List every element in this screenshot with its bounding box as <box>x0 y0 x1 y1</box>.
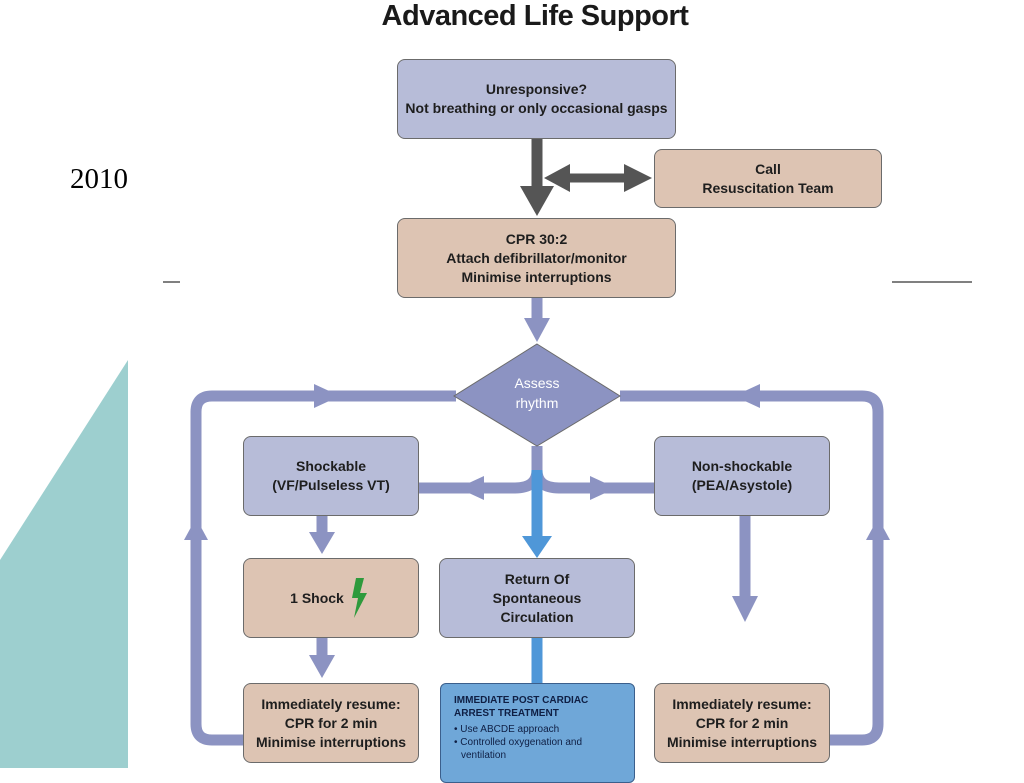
post-arrest-box: Immediate post cardiac arrest treatment … <box>440 683 635 783</box>
post-arrest-bullet: Controlled oxygenation and <box>454 736 624 749</box>
left-loop-up-arrow <box>184 518 208 540</box>
assess-rhythm-diamond <box>453 343 621 447</box>
rosc-line-2: Spontaneous <box>492 589 582 606</box>
unresponsive-line-2: Not breathing or only occasional gasps <box>405 100 668 116</box>
non-shockable-line-1: Non-shockable <box>691 458 793 474</box>
unresponsive-line-1: Unresponsive? <box>485 81 588 97</box>
left-loop-path <box>190 390 456 746</box>
cpr-line-2: Attach defibrillator/monitor <box>446 249 627 266</box>
call-team-line-1: Call <box>755 160 781 177</box>
unresponsive-box: Unresponsive? Not breathing or only occa… <box>397 59 676 139</box>
right-loop-up-arrow <box>866 518 890 540</box>
resume-right-line-1: Immediately resume: <box>672 695 812 712</box>
left-loop-right-arrow <box>314 384 340 408</box>
gray-down-arrow <box>520 186 554 216</box>
shockable-box: Shockable (VF/Pulseless VT) <box>243 436 419 516</box>
shockable-down-arrow <box>309 532 335 554</box>
year-label: 2010 <box>70 163 128 195</box>
cpr-line-1: CPR 30:2 <box>505 230 568 247</box>
resume-right-line-3: Minimise interruptions <box>666 733 818 750</box>
resume-right-line-2: CPR for 2 min <box>695 714 789 731</box>
call-team-box: Call Resuscitation Team <box>654 149 882 208</box>
post-arrest-bullet: Use ABCDE approach <box>454 723 624 736</box>
right-loop-left-arrow <box>734 384 760 408</box>
cpr-line-3: Minimise interruptions <box>461 268 612 285</box>
post-arrest-heading-2: arrest treatment <box>454 708 559 719</box>
rosc-line-3: Circulation <box>500 608 574 625</box>
lightning-icon <box>351 578 367 618</box>
post-arrest-list: Use ABCDE approach Controlled oxygenatio… <box>454 723 624 762</box>
page-title: Advanced Life Support <box>381 0 689 32</box>
shock-box: 1 Shock <box>243 558 419 638</box>
assess-line-2: rhythm <box>515 395 559 411</box>
assess-rhythm-label: Assess rhythm <box>480 373 594 413</box>
resume-left-line-2: CPR for 2 min <box>284 714 378 731</box>
resume-right-box: Immediately resume: CPR for 2 min Minimi… <box>654 683 830 763</box>
right-loop-path <box>620 390 884 746</box>
gray-left-arrow <box>544 164 570 192</box>
shock-label: 1 Shock <box>290 589 344 606</box>
rosc-line-1: Return Of <box>504 570 570 587</box>
post-arrest-bullet-continuation: ventilation <box>461 750 507 761</box>
gray-right-arrow <box>624 164 652 192</box>
shock-down-arrow <box>309 655 335 678</box>
shockable-line-2: (VF/Pulseless VT) <box>272 477 390 493</box>
rosc-box: Return Of Spontaneous Circulation <box>439 558 635 638</box>
cpr-down-arrow <box>524 318 550 342</box>
call-team-line-2: Resuscitation Team <box>702 179 834 196</box>
assess-line-1: Assess <box>514 375 560 391</box>
branch-right-arrow <box>590 476 616 500</box>
shockable-line-1: Shockable <box>295 458 367 474</box>
resume-left-line-1: Immediately resume: <box>261 695 401 712</box>
arrow-heads <box>184 318 890 678</box>
rosc-down-arrow <box>522 536 552 558</box>
non-shockable-box: Non-shockable (PEA/Asystole) <box>654 436 830 516</box>
teal-decorative-triangle <box>0 360 128 768</box>
cpr-box: CPR 30:2 Attach defibrillator/monitor Mi… <box>397 218 676 298</box>
non-shockable-line-2: (PEA/Asystole) <box>691 477 793 493</box>
resume-left-line-3: Minimise interruptions <box>255 733 407 750</box>
nonshock-down-arrow <box>732 596 758 622</box>
branch-left-arrow <box>458 476 484 500</box>
post-arrest-heading-1: Immediate post cardiac <box>454 695 589 706</box>
resume-left-box: Immediately resume: CPR for 2 min Minimi… <box>243 683 419 763</box>
